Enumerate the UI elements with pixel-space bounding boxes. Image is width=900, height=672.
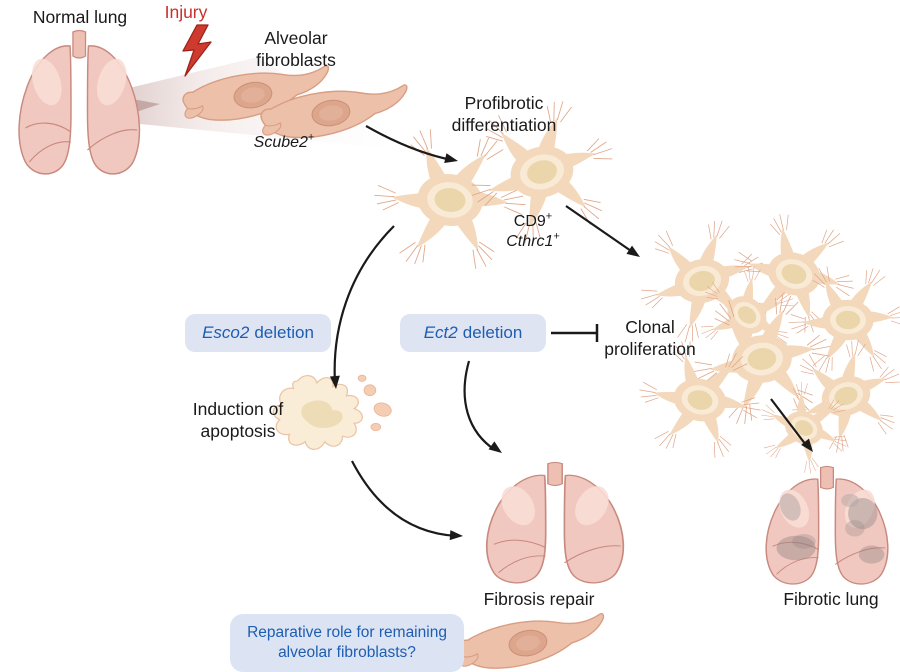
apoptosis-line2: apoptosis — [200, 421, 276, 442]
reparative-line2: alveolar fibroblasts? — [278, 644, 416, 661]
profibrotic-line1: Profibrotic — [464, 93, 544, 113]
alveolar-fibroblasts-label: Alveolar fibroblasts — [226, 27, 366, 71]
injury-label: Injury — [164, 2, 208, 22]
induction-of-apoptosis-label: Induction of apoptosis — [168, 398, 308, 442]
alveolar-line1: Alveolar — [264, 28, 328, 48]
profibrotic-line2: differentiation — [451, 115, 557, 136]
clonal-line2: proliferation — [604, 339, 696, 360]
scube2-gene: Scube2 — [253, 134, 308, 151]
apoptosis-line1: Induction of — [192, 399, 284, 419]
scube2-label: Scube2+ — [224, 131, 344, 153]
clonal-proliferation-label: Clonal proliferation — [592, 316, 708, 360]
ect2-deletion-box: Ect2 deletion — [400, 314, 546, 352]
fibrotic-lungs-illustration — [765, 465, 889, 585]
inhibition-t-bar — [551, 324, 599, 342]
fibrosis-repair-lungs-illustration — [485, 461, 625, 584]
clonal-line1: Clonal — [625, 317, 675, 337]
normal-lung-label: Normal lung — [32, 7, 128, 27]
fibrosis-repair-label: Fibrosis repair — [483, 589, 595, 609]
reparative-line1: Reparative role for remaining — [247, 623, 447, 641]
cd9-text: CD9 — [513, 213, 546, 230]
profibrotic-differentiation-label: Profibrotic differentiation — [424, 92, 584, 136]
esco2-deletion-box: Esco2 deletion — [185, 314, 331, 352]
cd9-sup: + — [545, 210, 553, 223]
lightning-bolt-icon — [182, 24, 212, 77]
ect2-rest: deletion — [462, 323, 523, 342]
arrowheads — [329, 153, 813, 541]
alveolar-line2: fibroblasts — [256, 50, 336, 71]
remaining-fibroblast-cell — [456, 612, 607, 671]
esco2-rest: deletion — [254, 323, 314, 342]
cthrc1-sup: + — [553, 230, 560, 243]
ect2-gene: Ect2 — [423, 323, 458, 342]
normal-lung-illustration — [18, 29, 141, 175]
reparative-question-box: Reparative role for remaining alveolar f… — [230, 614, 464, 672]
fibrotic-lung-label: Fibrotic lung — [783, 589, 879, 609]
cd9-line: CD9+ — [473, 210, 593, 232]
scube2-sup: + — [307, 131, 315, 144]
cthrc1-line: Cthrc1+ — [473, 230, 593, 252]
esco2-gene: Esco2 — [202, 323, 250, 342]
cd9-cthrc1-label: CD9+ Cthrc1+ — [473, 210, 593, 252]
process-arrows — [333, 125, 807, 538]
cthrc1-gene: Cthrc1 — [506, 233, 554, 251]
